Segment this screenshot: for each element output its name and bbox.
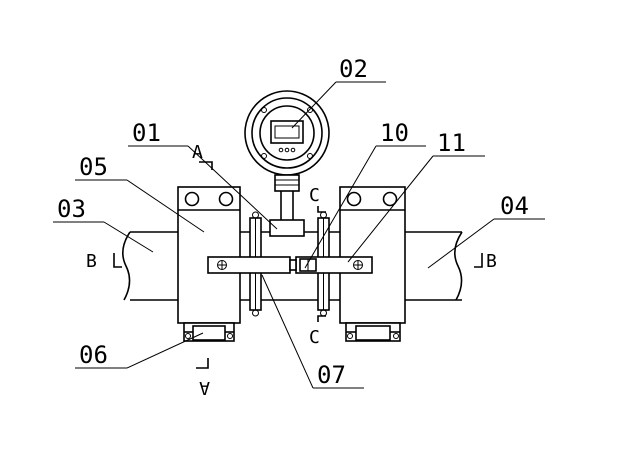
section-marker-c-bottom: C [309, 315, 326, 348]
part-label-07: 07 [317, 361, 346, 389]
clamp-05 [177, 186, 241, 342]
part-label-05: 05 [79, 153, 108, 181]
pipe-03 [122, 231, 180, 301]
callout-07: 07 [261, 274, 364, 389]
section-label-c-bottom: C [309, 327, 320, 348]
part-label-06: 06 [79, 341, 108, 369]
rod-07 [207, 256, 291, 274]
section-marker-c-top: C [309, 185, 326, 213]
section-marker-a-bottom: A [196, 358, 210, 398]
section-label-a-top: A [192, 142, 203, 163]
callout-06: 06 [75, 332, 204, 369]
section-label-b-left: B [86, 251, 97, 272]
section-marker-a-top: A [192, 142, 213, 170]
section-marker-b-left: B [86, 251, 122, 272]
part-label-02: 02 [339, 55, 368, 83]
part-label-11: 11 [437, 129, 466, 157]
section-marker-b-right: B [474, 251, 497, 272]
callout-05: 05 [75, 153, 205, 233]
part-label-03: 03 [57, 195, 86, 223]
part-label-01: 01 [132, 119, 161, 147]
part-label-10: 10 [380, 119, 409, 147]
callout-01: 01 [128, 119, 278, 230]
coupling-10 [289, 258, 317, 272]
callout-04: 04 [427, 192, 545, 269]
callout-03: 03 [53, 195, 154, 253]
callout-02: 02 [291, 55, 386, 129]
clamp-right [339, 186, 406, 342]
pipe-04 [405, 231, 463, 301]
gauge-02 [244, 90, 330, 237]
part-label-04: 04 [500, 192, 529, 220]
section-label-b-right: B [486, 251, 497, 272]
callout-11: 11 [347, 129, 485, 263]
section-label-a-bottom: A [199, 377, 210, 398]
section-label-c-top: C [309, 185, 320, 206]
callout-10: 10 [304, 119, 426, 269]
